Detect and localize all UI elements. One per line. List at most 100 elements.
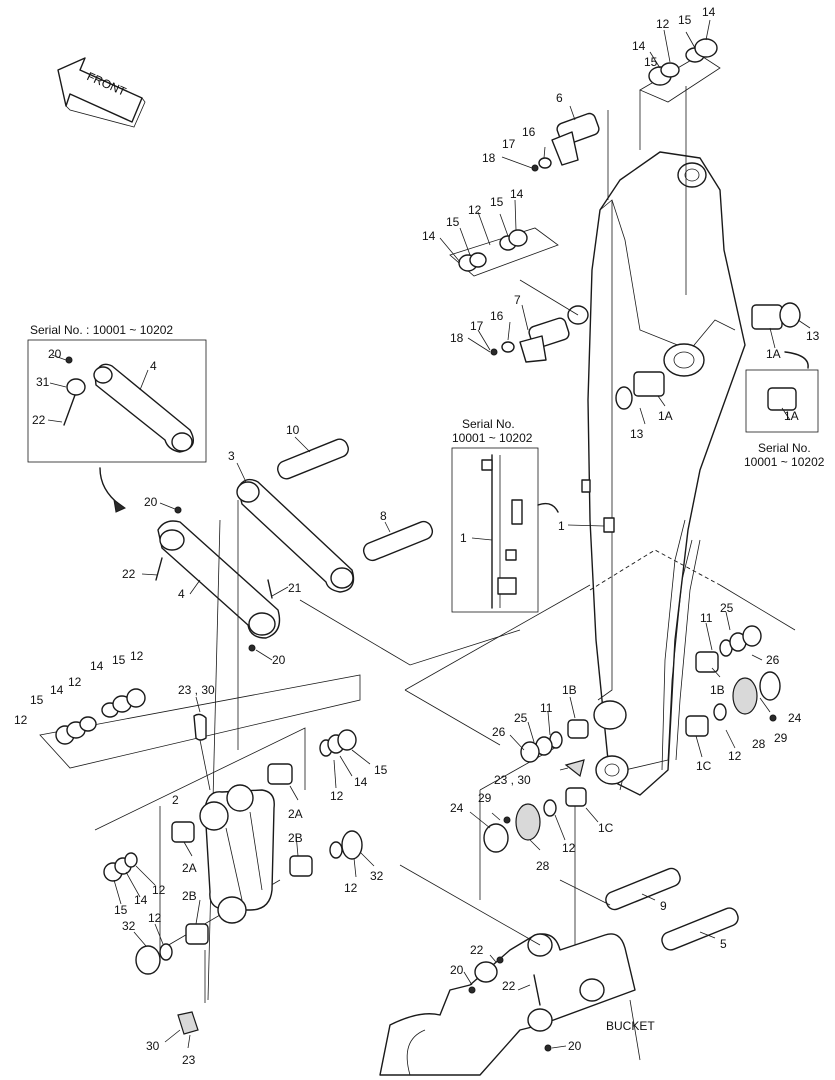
callout-1C: 1C [598, 821, 614, 835]
serial-box-right [745, 351, 819, 433]
callout-12: 12 [148, 911, 162, 925]
front-label: FRONT [85, 69, 129, 99]
callout-25: 25 [514, 711, 528, 725]
callout-22: 22 [32, 413, 46, 427]
front-direction-arrow: FRONT [57, 57, 146, 128]
callout-6: 6 [556, 91, 563, 105]
callout-2: 2 [172, 793, 179, 807]
middle-shim-stack [449, 227, 559, 277]
callout-8: 8 [380, 509, 387, 523]
callout-25: 25 [720, 601, 734, 615]
callout-18: 18 [450, 331, 464, 345]
link-4 [155, 506, 281, 1001]
callout-12: 12 [468, 203, 482, 217]
callout-2A: 2A [288, 807, 303, 821]
callout-1C: 1C [696, 759, 712, 773]
pin-6-group [531, 110, 609, 200]
link-3 [236, 478, 355, 750]
pin-10 [277, 438, 349, 480]
serial-box-left [27, 339, 207, 513]
callout-labels: 14 15 12 15 14 6 16 17 18 14 15 12 15 14… [14, 5, 825, 1067]
callout-3: 3 [228, 449, 235, 463]
callout-28: 28 [752, 737, 766, 751]
callout-7: 7 [514, 293, 521, 307]
callout-1A: 1A [658, 409, 673, 423]
callout-14: 14 [632, 39, 646, 53]
callout-24: 24 [788, 711, 802, 725]
callout-12: 12 [68, 675, 82, 689]
callout-12: 12 [728, 749, 742, 763]
pin-8 [362, 520, 434, 562]
callout-10: 10 [286, 423, 300, 437]
callout-11: 11 [700, 611, 713, 625]
callout-15: 15 [678, 13, 692, 27]
callout-13: 13 [806, 329, 820, 343]
callout-13: 13 [630, 427, 644, 441]
bushing-1A-right [615, 302, 801, 410]
callout-14: 14 [50, 683, 64, 697]
callout-20: 20 [144, 495, 158, 509]
callout-15: 15 [30, 693, 44, 707]
callout-32: 32 [122, 919, 136, 933]
callout-14: 14 [510, 187, 524, 201]
callout-12: 12 [344, 881, 358, 895]
callout-20: 20 [272, 653, 286, 667]
callout-15: 15 [490, 195, 504, 209]
callout-2B: 2B [182, 889, 197, 903]
bucket-label: BUCKET [606, 1019, 655, 1033]
callout-14: 14 [90, 659, 104, 673]
callout-12: 12 [656, 17, 670, 31]
leader-lines [47, 19, 811, 1049]
callout-21: 21 [288, 581, 302, 595]
callout-4: 4 [178, 587, 185, 601]
bucket-group [379, 864, 739, 1076]
callout-14: 14 [354, 775, 368, 789]
callout-11: 11 [540, 701, 553, 715]
link-2-assembly [94, 713, 363, 1035]
serial-caption-center-2: 10001 ~ 10202 [452, 431, 533, 445]
serial-caption-right-1: Serial No. [758, 441, 811, 455]
callout-1B: 1B [710, 683, 725, 697]
callout-5: 5 [720, 937, 727, 951]
callout-24: 24 [450, 801, 464, 815]
callout-15: 15 [644, 55, 658, 69]
callout-1A: 1A [766, 347, 781, 361]
callout-15: 15 [374, 763, 388, 777]
callout-17: 17 [470, 319, 484, 333]
serial-caption-right-2: 10001 ~ 10202 [744, 455, 825, 469]
callout-23-30: 23 , 30 [494, 773, 531, 787]
callout-22: 22 [470, 943, 484, 957]
top-shim-stack [639, 38, 721, 295]
callout-26: 26 [492, 725, 506, 739]
callout-23-30: 23 , 30 [178, 683, 215, 697]
left-shim-stack [39, 674, 361, 769]
callout-1: 1 [558, 519, 565, 533]
callout-29: 29 [478, 791, 492, 805]
guide-lines [299, 549, 796, 1010]
callout-12: 12 [152, 883, 166, 897]
callout-2B: 2B [288, 831, 303, 845]
callout-1B: 1B [562, 683, 577, 697]
callout-31: 31 [36, 375, 50, 389]
callout-1A: 1A [784, 409, 799, 423]
serial-caption-left: Serial No. : 10001 ~ 10202 [30, 323, 173, 337]
callout-17: 17 [502, 137, 516, 151]
pin-7-group [490, 279, 579, 363]
callout-1: 1 [460, 531, 467, 545]
callout-22: 22 [122, 567, 136, 581]
bushings-1B-1C [483, 625, 781, 853]
serial-box-center [451, 447, 559, 613]
callout-22: 22 [502, 979, 516, 993]
callout-15: 15 [114, 903, 128, 917]
callout-2A: 2A [182, 861, 197, 875]
callout-30: 30 [146, 1039, 160, 1053]
callout-12: 12 [562, 841, 576, 855]
callout-14: 14 [422, 229, 436, 243]
callout-14: 14 [702, 5, 716, 19]
callout-16: 16 [522, 125, 536, 139]
callout-12: 12 [130, 649, 144, 663]
callout-16: 16 [490, 309, 504, 323]
callout-4: 4 [150, 359, 157, 373]
